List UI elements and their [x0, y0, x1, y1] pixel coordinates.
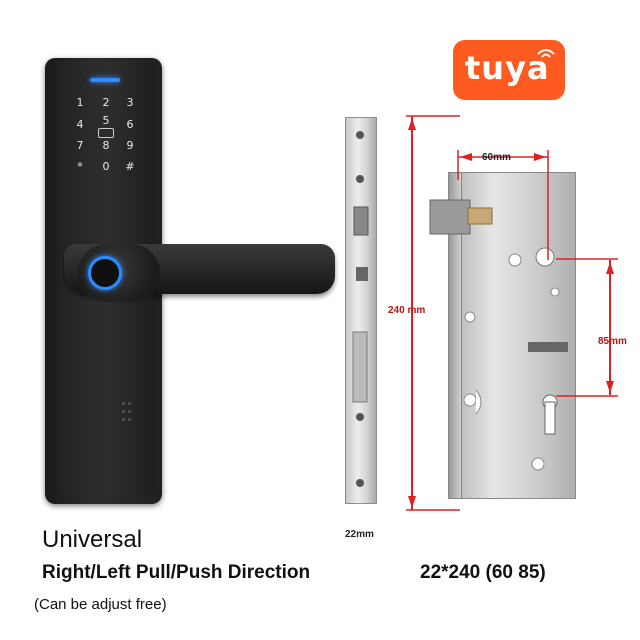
keypad-key: 7: [76, 139, 84, 152]
caption-size: 22*240 (60 85): [420, 562, 546, 583]
speaker-grille-icon: [122, 402, 136, 428]
keypad-key: *: [77, 160, 83, 173]
wifi-icon: [537, 49, 555, 58]
fingerprint-sensor-icon: [88, 256, 122, 290]
dimension-85mm: 85mm: [598, 336, 627, 347]
keypad-key: 8: [102, 139, 110, 152]
caption-note: (Can be adjust free): [34, 596, 167, 613]
card-reader-icon: [98, 128, 114, 138]
caption-title: Universal: [42, 526, 143, 553]
keypad-key: 9: [126, 139, 134, 152]
keypad-key: 5: [102, 114, 110, 127]
keypad-key: 0: [102, 160, 110, 173]
status-indicator-light: [90, 78, 120, 82]
keypad-key: 2: [102, 96, 110, 109]
tuya-logo-text: tuya: [465, 49, 550, 87]
dimension-60mm: 60mm: [482, 152, 511, 163]
keypad-key: 6: [126, 118, 134, 131]
mortise-case: [458, 172, 576, 499]
mortise-faceplate-strip: [345, 117, 377, 504]
mortise-case-front: [448, 172, 462, 499]
keypad-key: #: [125, 160, 135, 173]
faceplate-cutouts: [352, 131, 369, 487]
dimension-lines: [406, 115, 618, 511]
dimension-22mm: 22mm: [345, 529, 374, 540]
keypad-key: 4: [76, 118, 84, 131]
mortise-internals: [429, 199, 568, 471]
dimension-240mm: 240 mm: [388, 305, 426, 316]
caption-direction: Right/Left Pull/Push Direction: [42, 562, 311, 583]
keypad-key: 3: [126, 96, 134, 109]
keypad-key: 1: [76, 96, 84, 109]
